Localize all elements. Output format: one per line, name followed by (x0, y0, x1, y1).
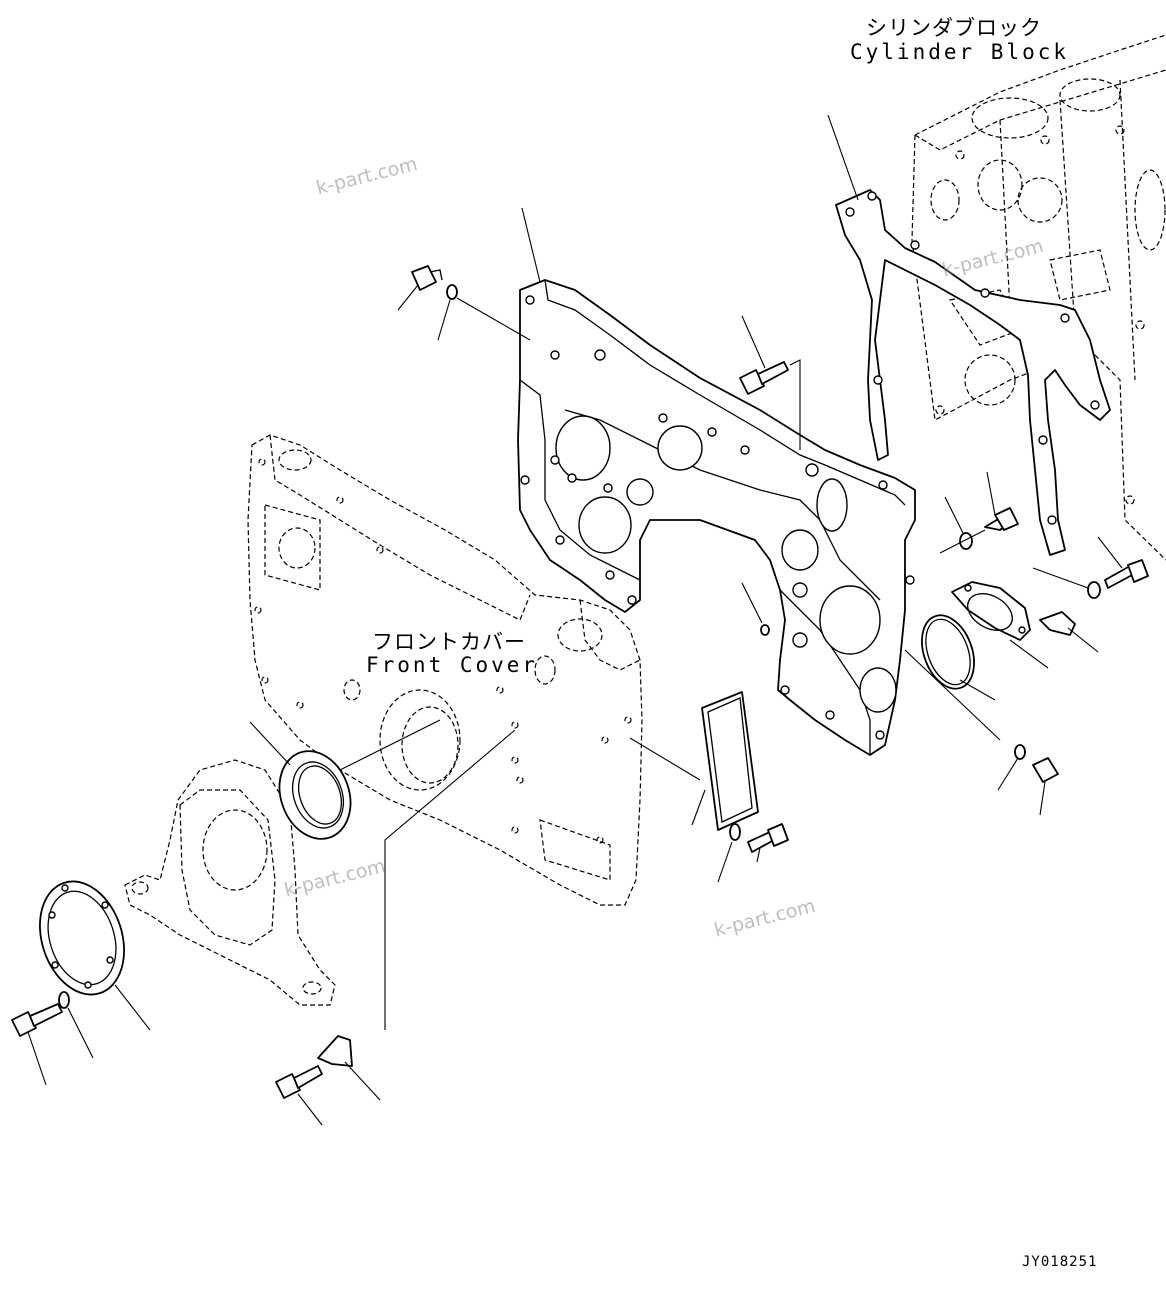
o-ring-center (760, 624, 770, 636)
leader-oil-seal (249, 721, 291, 766)
bolt-right-far (1104, 559, 1149, 589)
leader-washer-lower-left (67, 1007, 94, 1059)
leader-washer-right-upper (944, 496, 964, 534)
leader-o-ring-upper-left (437, 299, 451, 341)
o-ring-small-right (1014, 744, 1026, 760)
leader-plug-right (1039, 781, 1046, 816)
leader-bolt-center-route (789, 359, 801, 450)
leader-clip-bottom (344, 1061, 381, 1101)
cylinder-block-label-en: Cylinder Block (850, 40, 1070, 64)
oil-seal (278, 750, 352, 840)
leader-clip-right (1067, 627, 1099, 653)
cylinder-block-outline (911, 34, 1166, 561)
gasket (835, 189, 1111, 556)
washer-center-bottom (729, 823, 741, 841)
washer-right-far (1087, 581, 1101, 599)
leader-o-ring-right (959, 679, 996, 701)
inspection-cover (701, 691, 759, 831)
washer-lower-left (58, 991, 70, 1009)
leader-bolt-lower-left (27, 1031, 47, 1086)
o-ring-right (921, 614, 975, 690)
leader-clip-route (384, 729, 516, 1030)
plug-right (1032, 757, 1059, 783)
leader-bolt-upper-left (397, 284, 419, 311)
bolt-lower-left (11, 1003, 63, 1037)
clip-bracket-bottom (317, 1035, 353, 1067)
gear-case-plate (517, 279, 916, 756)
leader-gear-case (521, 207, 541, 283)
cylinder-block-label-jp: シリンダブロック (866, 16, 1042, 40)
leader-bolt-bottom (297, 1093, 323, 1126)
leader-bolt-right-upper (986, 471, 996, 516)
o-ring-upper-left (446, 284, 458, 300)
leader-flange-cover (1009, 639, 1049, 669)
flange-cover (951, 581, 1031, 641)
leader-cover-plate (114, 984, 151, 1031)
leader-o-ring-center (741, 582, 763, 624)
leader-o-ring-small-right (997, 757, 1019, 791)
leader-bolt-center-bottom (756, 847, 761, 863)
leader-inspection-cover (691, 789, 706, 826)
front-cover-label-en: Front Cover (366, 653, 539, 677)
engine-mount-outline (124, 759, 336, 1006)
leader-bolt-center (741, 315, 766, 369)
washer-right-upper (959, 532, 973, 550)
leader-washer-right-far (1032, 567, 1089, 589)
leader-seal-bore (339, 719, 441, 771)
leader-bolt-right-far (1097, 536, 1123, 569)
bolt-center (739, 361, 789, 395)
cover-plate (39, 880, 125, 996)
bolt-bottom (275, 1065, 323, 1099)
bolt-center-bottom (747, 823, 789, 853)
clip-right (1039, 611, 1076, 636)
leader-o-ring-route (456, 297, 531, 341)
leader-right-route (939, 529, 986, 554)
front-cover-outline (247, 434, 643, 906)
leader-inspection-route (629, 737, 701, 781)
leader-washer-center-bottom (717, 841, 733, 883)
bolt-right-upper (984, 507, 1019, 531)
front-cover-label-jp: フロントカバー (372, 630, 526, 654)
leader-gasket (827, 114, 859, 201)
bolt-upper-left (411, 265, 443, 291)
figure-code: JY018251 (1022, 1254, 1098, 1270)
leader-plug-route (904, 649, 1001, 741)
